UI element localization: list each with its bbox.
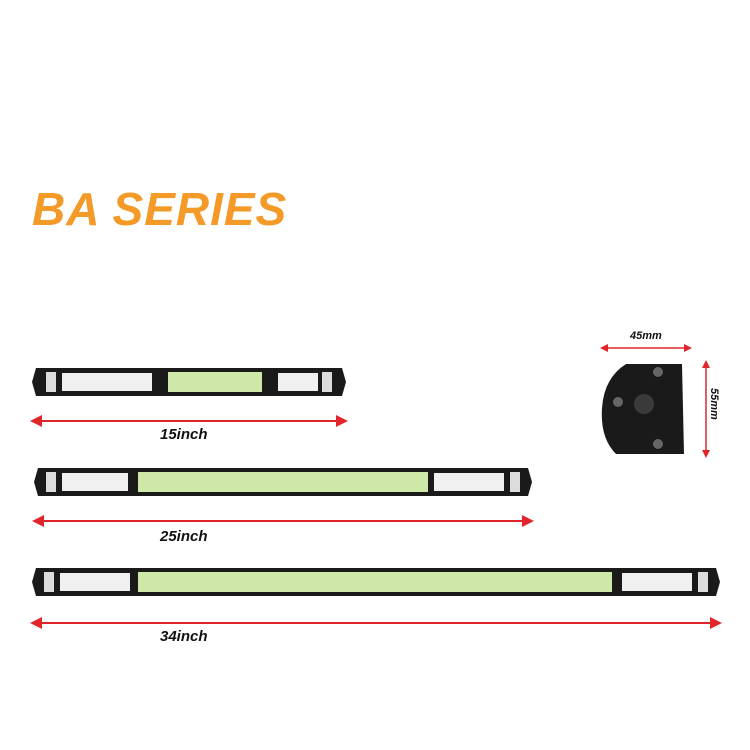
size-label-25inch: 25inch	[160, 528, 208, 545]
light-bar-15inch-image	[32, 368, 346, 396]
series-title: BA SERIES	[32, 183, 288, 235]
light-bar-15inch	[32, 362, 346, 402]
size-label-15inch: 15inch	[160, 426, 208, 443]
mount-width-label: 45mm	[630, 330, 662, 342]
mount-bracket-image	[601, 364, 684, 454]
dimension-arrow-15inch	[30, 415, 348, 427]
dimension-arrow-25inch	[32, 515, 534, 527]
mount-height-arrow	[702, 360, 710, 458]
mount-height-label: 55mm	[708, 388, 720, 420]
mount-width-arrow	[600, 344, 692, 352]
light-bar-34inch-image	[32, 568, 720, 596]
light-bar-25inch	[34, 462, 532, 502]
light-bar-25inch-image	[34, 468, 532, 496]
dimension-arrow-34inch	[30, 617, 722, 629]
size-label-34inch: 34inch	[160, 628, 208, 645]
light-bar-34inch	[32, 562, 720, 602]
